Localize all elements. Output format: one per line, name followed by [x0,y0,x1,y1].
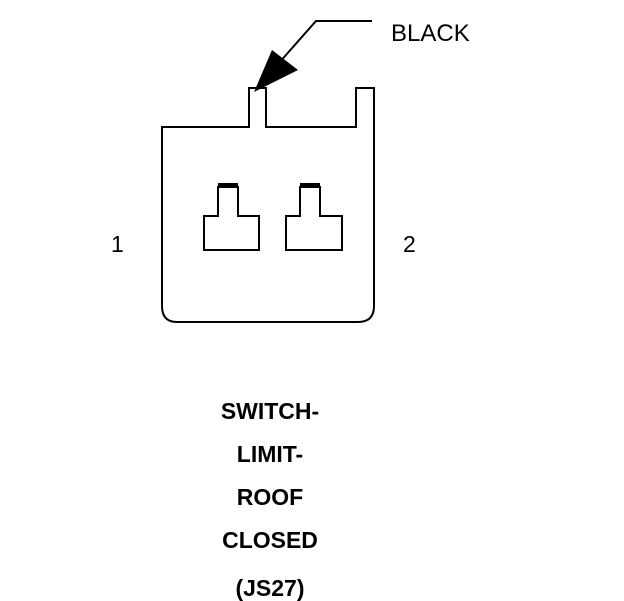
wire-color-leader [254,20,372,92]
connector-title-line-4: CLOSED [222,527,318,553]
connector-housing [161,87,375,323]
connector-title-line-1: SWITCH- [220,398,320,424]
connector-id-label: (JS27) [235,575,305,601]
terminal-cavity-1 [203,183,260,251]
connector-title-line-2: LIMIT- [236,441,304,467]
leader-arrowhead [254,50,298,92]
pin-label-2: 2 [403,231,416,257]
pin-label-1: 1 [111,231,124,257]
wire-color-label: BLACK [391,20,470,47]
terminal-cavity-2 [285,183,343,251]
connector-title-line-3: ROOF [236,484,304,510]
